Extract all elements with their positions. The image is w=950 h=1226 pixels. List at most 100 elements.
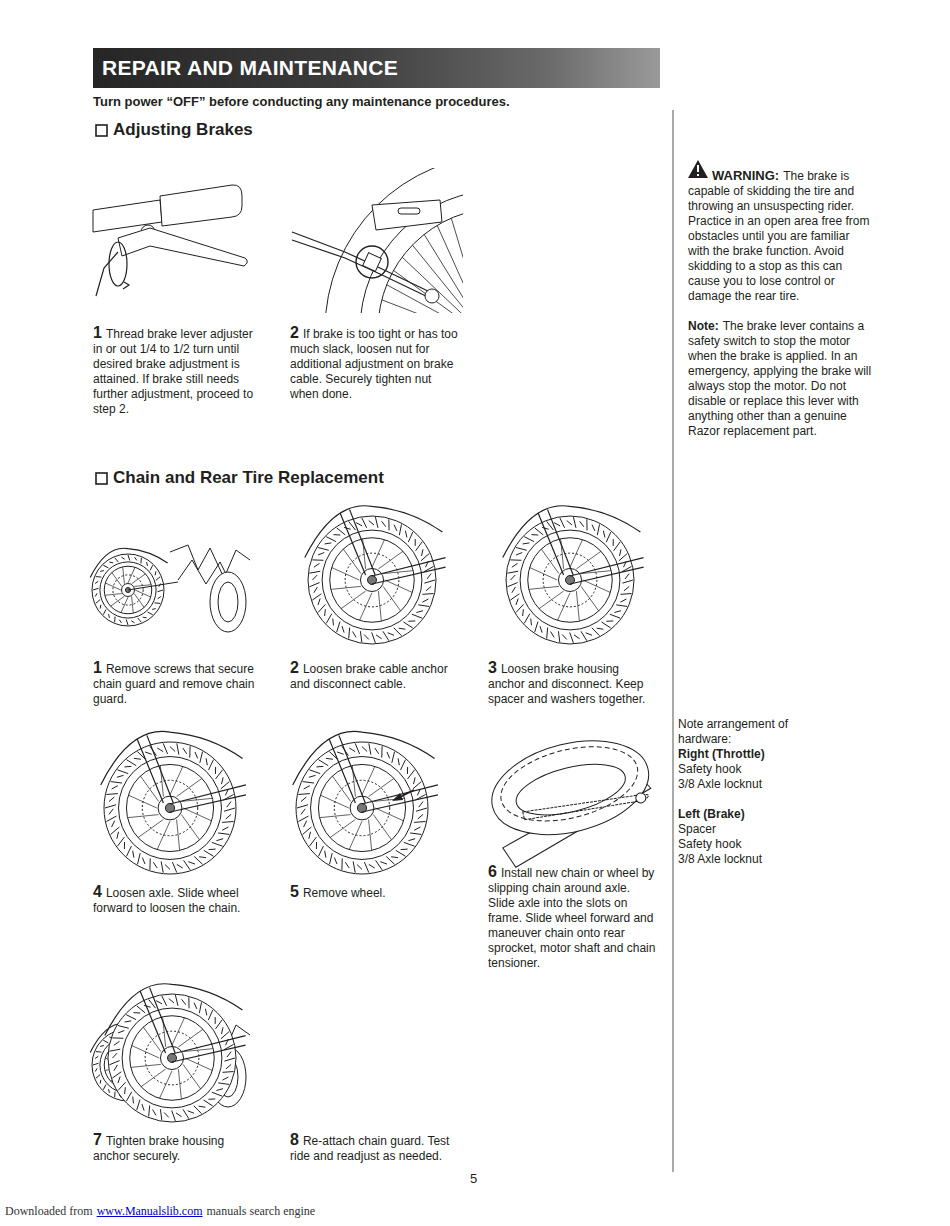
wheel — [296, 742, 428, 874]
line-art — [96, 1051, 102, 1052]
tire — [308, 516, 436, 644]
line-art — [349, 748, 355, 752]
line-art — [137, 1100, 140, 1111]
text-block: 7Tighten brake housing anchor securely. — [93, 1133, 258, 1164]
line-art — [141, 1069, 166, 1087]
line-art — [222, 777, 224, 784]
line-art — [126, 1015, 136, 1020]
line-art — [408, 532, 412, 542]
line-art — [333, 534, 340, 535]
line-art — [117, 832, 119, 839]
line-art — [624, 586, 629, 590]
line-art — [523, 543, 530, 544]
line-art — [156, 1001, 162, 1004]
line-art — [369, 521, 374, 525]
line-art — [103, 1085, 106, 1090]
step-text: Thread brake lever adjuster in or out 1/… — [93, 327, 253, 416]
line-art — [344, 527, 351, 529]
line-art — [412, 614, 422, 618]
line-art — [353, 631, 357, 637]
warning-bang — [697, 174, 699, 176]
line-art — [399, 524, 401, 535]
line-art — [620, 549, 621, 556]
line-art — [341, 591, 366, 609]
line-art — [218, 1083, 229, 1085]
line-art — [227, 802, 231, 808]
line-art — [172, 1036, 246, 1054]
line-art — [412, 245, 463, 310]
line-art — [114, 1065, 118, 1071]
wheel-figure — [293, 731, 438, 874]
rear-brake-figure — [292, 168, 463, 313]
tire — [108, 994, 236, 1122]
line-art — [401, 849, 408, 851]
step-number: 3 — [488, 659, 497, 676]
line-art — [418, 605, 429, 607]
line-art — [408, 839, 415, 841]
line-art — [614, 611, 621, 613]
line-art — [140, 776, 158, 801]
line-art — [165, 865, 170, 870]
line-art — [576, 551, 601, 569]
line-art — [330, 853, 333, 864]
line-art — [292, 232, 430, 292]
line-art — [111, 596, 125, 606]
brake-anchor — [425, 289, 439, 303]
line-art — [312, 575, 317, 580]
line-art — [339, 735, 365, 803]
line-art — [408, 620, 415, 621]
section-title: REPAIR AND MAINTENANCE — [93, 48, 660, 88]
line-art — [133, 1012, 140, 1013]
line-art — [111, 827, 120, 834]
line-art — [437, 225, 463, 301]
line-art — [341, 858, 342, 869]
line-art — [188, 1111, 194, 1114]
line-art — [152, 608, 156, 610]
line-art — [512, 587, 516, 593]
line-art — [378, 591, 381, 621]
line-art — [375, 748, 379, 754]
line-art — [404, 842, 415, 846]
line-art — [134, 758, 141, 760]
text-block: 6Install new chain or wheel by slipping … — [488, 865, 658, 971]
line-art — [206, 758, 207, 765]
line-art — [408, 770, 415, 779]
line-art — [118, 1082, 125, 1090]
line-art — [150, 988, 176, 1053]
line-art — [332, 619, 334, 626]
line-art — [170, 785, 246, 804]
line-art — [297, 805, 308, 808]
line-art — [378, 551, 403, 569]
line-art — [153, 1109, 157, 1115]
tire — [482, 726, 659, 850]
line-art — [188, 862, 195, 864]
line-art — [516, 548, 527, 551]
line-art — [177, 743, 179, 754]
wheel — [108, 994, 236, 1122]
text-block: WARNING:The brake is capable of skidding… — [688, 168, 874, 304]
line-art — [570, 567, 644, 584]
line-art — [316, 766, 323, 768]
line-art — [516, 604, 523, 612]
line-art — [204, 1100, 213, 1106]
line-art — [592, 628, 600, 636]
title-banner: REPAIR AND MAINTENANCE — [93, 48, 660, 88]
line-art — [535, 528, 544, 535]
line-art — [208, 1098, 215, 1099]
line-art — [178, 1029, 203, 1047]
step-number: 1 — [93, 324, 102, 341]
line-art — [212, 842, 223, 846]
wheel — [506, 516, 634, 644]
line-art — [176, 1113, 182, 1117]
rim — [318, 764, 405, 851]
line-art — [398, 758, 399, 765]
line-art — [524, 537, 534, 542]
line-art — [418, 814, 423, 819]
line-art — [606, 532, 610, 542]
line-art — [326, 537, 336, 542]
instruction: Turn power “OFF” before conducting any m… — [93, 94, 510, 109]
line-art — [138, 618, 142, 622]
line-art — [620, 593, 631, 595]
tire — [296, 742, 428, 874]
step-text: Remove wheel. — [303, 886, 386, 900]
